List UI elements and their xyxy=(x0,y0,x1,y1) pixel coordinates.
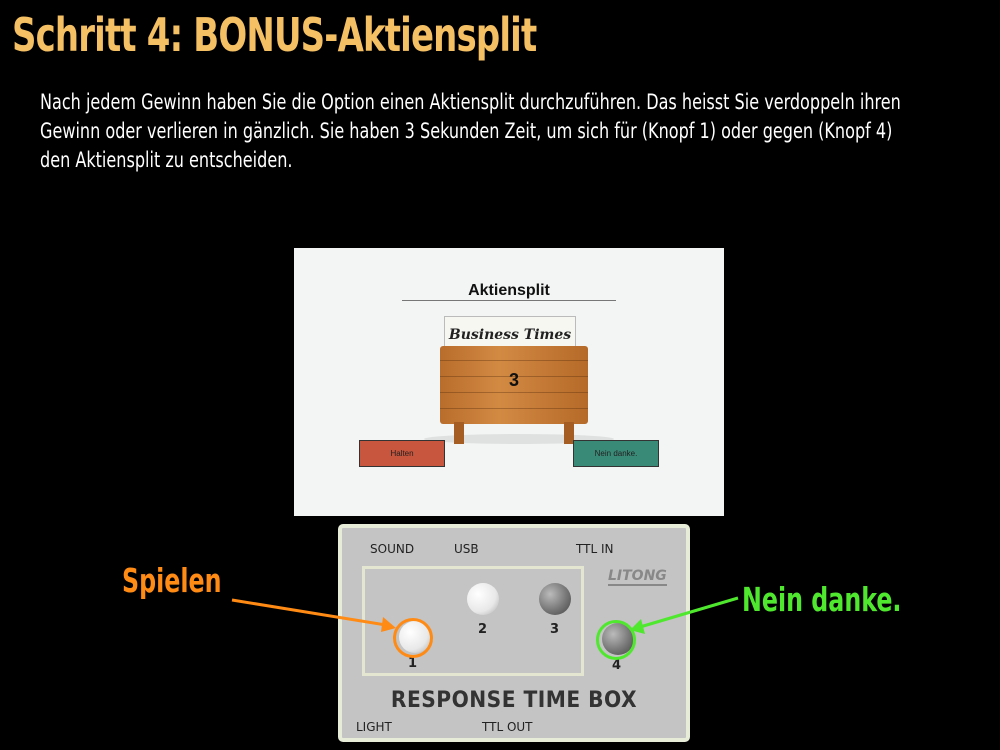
crate-shadow xyxy=(424,434,614,444)
response-button-2[interactable] xyxy=(467,583,499,615)
button-number-2: 2 xyxy=(478,622,488,637)
instruction-paragraph: Nach jedem Gewinn haben Sie die Option e… xyxy=(40,90,901,172)
nein-danke-callout: Nein danke. xyxy=(742,580,902,619)
litong-logo: LITONG xyxy=(608,568,667,586)
button-4-highlight-ring xyxy=(596,620,636,660)
response-box-title: RESPONSE TIME BOX xyxy=(390,688,638,713)
nein-danke-button[interactable]: Nein danke. xyxy=(573,440,659,467)
screenshot-title: Aktiensplit xyxy=(468,282,550,299)
spielen-callout: Spielen xyxy=(122,561,222,600)
light-label: LIGHT xyxy=(356,720,392,734)
button-1-highlight-ring xyxy=(393,618,433,658)
wooden-crate-image: 3 xyxy=(440,346,588,424)
newspaper-masthead: Business Times xyxy=(448,327,572,343)
halten-button[interactable]: Halten xyxy=(359,440,445,467)
countdown-number: 3 xyxy=(508,370,519,390)
crate-leg xyxy=(454,422,464,444)
response-button-3[interactable] xyxy=(539,583,571,615)
slide-title: Schritt 4: BONUS-Aktiensplit xyxy=(12,8,537,62)
crate-leg xyxy=(564,422,574,444)
sound-label: SOUND xyxy=(370,542,415,556)
title-rule xyxy=(402,300,616,301)
button-number-1: 1 xyxy=(408,656,418,671)
usb-label: USB xyxy=(454,542,479,556)
button-number-4: 4 xyxy=(612,658,622,673)
ttl-out-label: TTL OUT xyxy=(482,720,533,734)
task-screenshot: Aktiensplit Business Times 3 Halten Nein… xyxy=(294,248,724,516)
response-time-box: SOUND USB TTL IN LITONG 1 2 3 4 RESPONSE… xyxy=(338,524,690,742)
ttl-in-label: TTL IN xyxy=(576,542,614,556)
button-number-3: 3 xyxy=(550,622,560,637)
